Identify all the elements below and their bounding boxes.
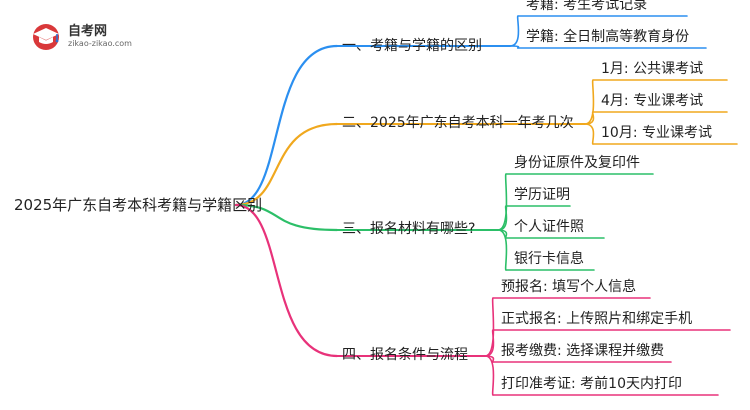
leaf-label: 4月: 专业课考试 <box>601 93 704 109</box>
leaf-link <box>484 297 495 357</box>
branch-label: 一、考籍与学籍的区别 <box>342 38 482 54</box>
leaf-link <box>584 79 595 125</box>
branch-label: 四、报名条件与流程 <box>342 347 468 363</box>
logo-name: 自考网 <box>68 24 108 39</box>
leaf-label: 学籍: 全日制高等教育身份 <box>526 29 690 45</box>
leaf-link <box>497 173 508 231</box>
leaf-link <box>497 229 508 271</box>
leaf-label: 正式报名: 上传照片和绑定手机 <box>501 311 693 327</box>
leaf-link <box>584 123 595 145</box>
leaf-label: 打印准考证: 考前10天内打印 <box>501 376 682 392</box>
logo-url: zikao-zikao.com <box>68 39 132 48</box>
leaf-label: 10月: 专业课考试 <box>601 125 712 141</box>
branch-label: 二、2025年广东自考本科一年考几次 <box>342 115 574 131</box>
leaf-label: 银行卡信息 <box>514 251 584 267</box>
leaf-link <box>509 45 520 49</box>
branch-link <box>234 44 339 207</box>
leaf-label: 个人证件照 <box>514 219 584 235</box>
leaf-link <box>509 15 520 47</box>
leaf-label: 报考缴费: 选择课程并缴费 <box>501 343 665 359</box>
leaf-label: 1月: 公共课考试 <box>601 61 704 77</box>
branch-label: 三、报名材料有哪些? <box>342 221 476 237</box>
leaf-label: 预报名: 填写个人信息 <box>501 279 637 295</box>
branch-link <box>234 203 339 358</box>
leaf-label: 考籍: 考生考试记录 <box>526 0 648 13</box>
branch-link <box>234 122 339 207</box>
branch-link <box>234 203 339 232</box>
logo: 自考网 zikao-zikao.com <box>30 18 150 56</box>
leaf-label: 学历证明 <box>514 187 570 203</box>
leaf-label: 身份证原件及复印件 <box>514 155 640 171</box>
leaf-link <box>484 355 495 396</box>
root-topic: 2025年广东自考本科考籍与学籍区别 <box>14 196 263 214</box>
logo-graduation-cap-icon <box>33 24 59 50</box>
